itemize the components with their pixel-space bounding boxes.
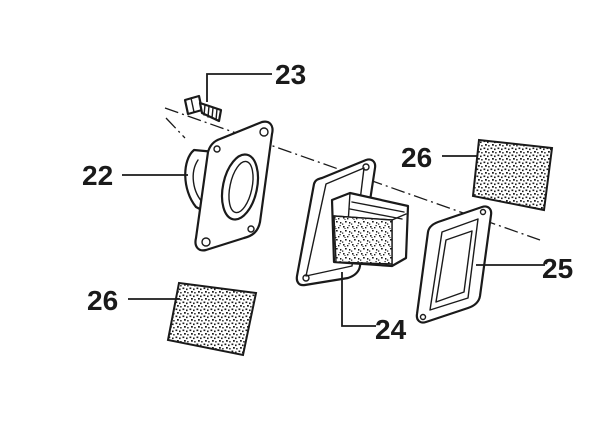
callout-25: 25 <box>542 253 573 284</box>
reed-valve-block-part <box>295 158 410 287</box>
callout-23: 23 <box>275 59 306 90</box>
callout-24: 24 <box>375 314 407 345</box>
callout-22: 22 <box>82 160 113 191</box>
bolt-part <box>183 94 223 123</box>
intake-flange-part <box>184 120 274 252</box>
callout-labels: 23 22 26 25 24 26 <box>82 59 573 345</box>
leader-24 <box>341 272 376 327</box>
gasket-part <box>415 205 493 324</box>
leader-23 <box>206 73 272 102</box>
callout-26-bottom: 26 <box>87 285 118 316</box>
filter-pad-bottom-part <box>166 281 258 357</box>
leader-lines <box>122 73 545 327</box>
callout-26-top: 26 <box>401 142 432 173</box>
filter-pad-top-part <box>471 138 554 212</box>
